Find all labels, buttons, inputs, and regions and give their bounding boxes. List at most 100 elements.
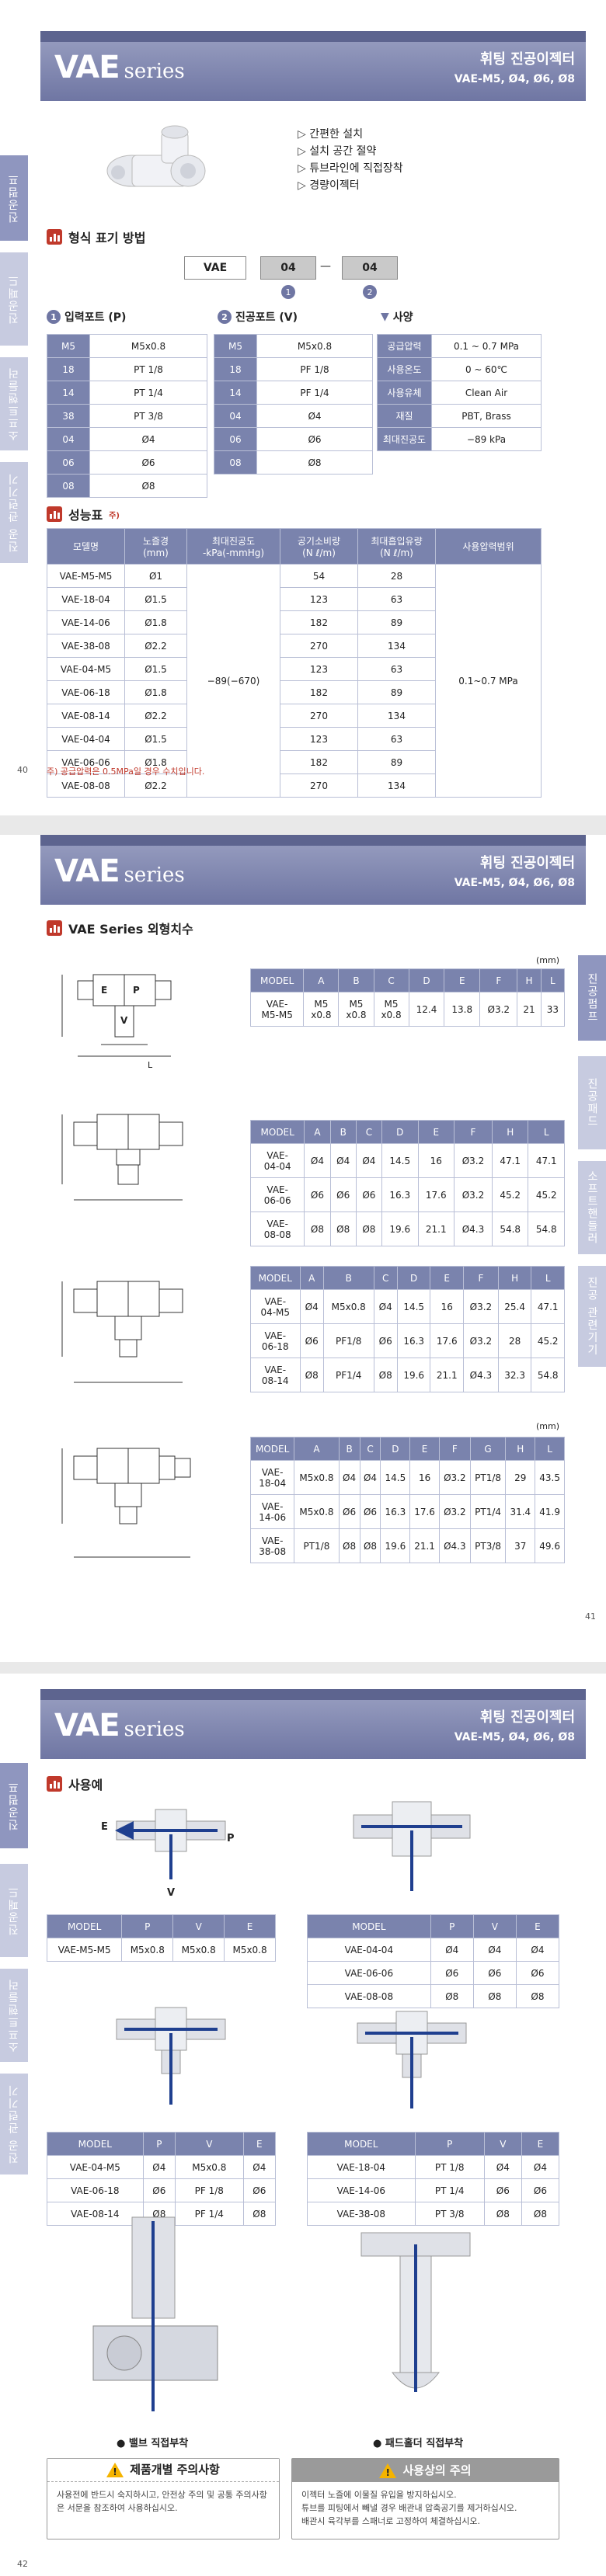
banner-kor-title: 휘팅 진공이젝터 (479, 1709, 575, 1726)
unit-label: (mm) (536, 955, 560, 965)
code-part2: 04 (342, 256, 398, 280)
side-tab-vacuum-devices[interactable]: 진공 관련기기 (578, 1266, 606, 1367)
side-tab-soft-handler[interactable]: 소프트핸들러 (0, 1969, 28, 2062)
chart-icon (47, 506, 62, 522)
side-tab-soft-handler[interactable]: 소프트핸들러 (578, 1161, 606, 1254)
usage-label-e: E (101, 1821, 108, 1833)
banner-kor-title: 휘팅 진공이젝터 (479, 855, 575, 871)
label-e: E (101, 985, 108, 996)
pressure-range-cell: 0.1~0.7 MPa (435, 564, 542, 798)
side-tab-vacuum-devices[interactable]: 진공 관련기기 (0, 2074, 28, 2174)
section-dimensions: VAE Series 외형치수 (47, 919, 193, 937)
dimension-drawing-3 (61, 1281, 183, 1383)
side-tab-vacuum-pump[interactable]: 진공펌프 (578, 955, 606, 1041)
product-image (106, 125, 206, 187)
dimension-drawing-2 (61, 1114, 183, 1201)
feature-item: 경량이젝터 (298, 177, 403, 194)
side-tab-vacuum-pad[interactable]: 진공패드 (0, 252, 28, 346)
chart-icon (47, 920, 62, 936)
performance-table: 모델명 노즐경 (mm) 최대진공도 -kPa(-mmHg) 공기소비량 (N … (47, 528, 542, 798)
caption-pad-holder: ● 패드홀더 직접부착 (373, 2438, 464, 2449)
table-row: 모델명 노즐경 (mm) 최대진공도 -kPa(-mmHg) 공기소비량 (N … (47, 528, 542, 565)
side-tab-vacuum-pump[interactable]: 진공펌프 (0, 1763, 28, 1848)
max-vacuum-cell: −89(−670) (186, 564, 280, 798)
side-tab-vacuum-pad[interactable]: 진공패드 (0, 1864, 28, 1957)
usage-label-v: V (167, 1887, 176, 1899)
label-p: P (133, 985, 140, 996)
page-number: 40 (17, 765, 28, 775)
side-tab-vacuum-devices[interactable]: 진공 관련기기 (0, 462, 28, 563)
code-marker-2: 2 (363, 285, 377, 299)
label-l: L (148, 1060, 153, 1070)
code-marker-1: 1 (281, 285, 295, 299)
page-gap (0, 1662, 606, 1674)
warning-icon (106, 2463, 124, 2479)
section-usage: 사용예 (47, 1775, 103, 1793)
banner-subtitle: VAE-M5, Ø4, Ø6, Ø8 (454, 877, 575, 889)
banner-subtitle: VAE-M5, Ø4, Ø6, Ø8 (454, 1731, 575, 1743)
caution-box-2: 사용상의 주의 이젝터 노즐에 이물질 유입을 방지하십시오. 튜브를 피팅에서… (291, 2458, 559, 2539)
side-tab-soft-handler[interactable]: 소프트핸들러 (0, 357, 28, 450)
chart-icon (47, 229, 62, 245)
code-part1: 04 (260, 256, 316, 280)
caption-valve: ● 밸브 직접부착 (117, 2438, 189, 2449)
caution-line: 튜브를 피팅에서 빼낼 경우 배관내 압축공기를 제거하십시오. (301, 2503, 517, 2513)
usage-diagram-1 (115, 1809, 226, 1879)
side-tab-vacuum-pad[interactable]: 진공패드 (578, 1056, 606, 1149)
chart-icon (47, 1776, 62, 1792)
side-tab-vacuum-pump[interactable]: 진공펌프 (0, 155, 28, 241)
unit-label: (mm) (536, 1421, 560, 1431)
pad-holder-drawing (360, 2232, 471, 2392)
code-base: VAE (184, 256, 246, 280)
valve-mount-drawing (92, 2216, 218, 2411)
spec-title: ▼사양 (381, 311, 413, 324)
